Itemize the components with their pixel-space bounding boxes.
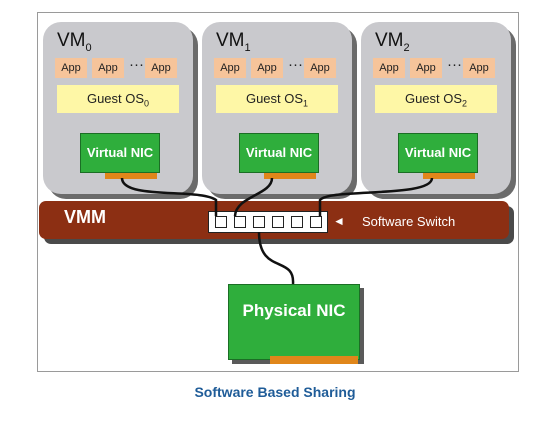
vm-0-virtual-nic: Virtual NIC bbox=[80, 133, 160, 173]
switch-port bbox=[291, 216, 303, 228]
vm-2-virtual-nic-connector bbox=[423, 173, 475, 179]
physical-nic-connector bbox=[270, 356, 358, 364]
vm-0-title: VM0 bbox=[57, 30, 92, 54]
switch-port bbox=[310, 216, 322, 228]
software-switch-label: Software Switch bbox=[362, 214, 456, 229]
diagram-caption: Software Based Sharing bbox=[194, 384, 356, 400]
vm-1-ellipsis: ··· bbox=[288, 56, 303, 73]
vm-2-box: VM2 App App ··· App Guest OS2 Virtual NI… bbox=[361, 22, 511, 194]
vm-1-box: VM1 App App ··· App Guest OS1 Virtual NI… bbox=[202, 22, 352, 194]
cable-vm2-switch bbox=[318, 177, 434, 216]
vm-0-app-1: App bbox=[55, 58, 87, 78]
switch-port bbox=[272, 216, 284, 228]
vm-1-title: VM1 bbox=[216, 30, 251, 54]
vm-1-virtual-nic: Virtual NIC bbox=[239, 133, 319, 173]
arrow-left-icon: ◄ bbox=[333, 214, 345, 228]
cable-vm0-switch bbox=[120, 177, 218, 216]
vm-0-app-2: App bbox=[92, 58, 124, 78]
vm-1-app-2: App bbox=[251, 58, 283, 78]
vm-1-app-1: App bbox=[214, 58, 246, 78]
software-switch bbox=[208, 211, 328, 233]
vm-0-guest-os: Guest OS0 bbox=[57, 85, 179, 113]
vmm-label: VMM bbox=[64, 207, 106, 227]
vm-2-app-1: App bbox=[373, 58, 405, 78]
vm-2-title: VM2 bbox=[375, 30, 410, 54]
vm-0-ellipsis: ··· bbox=[129, 56, 144, 73]
cable-vm1-switch bbox=[233, 177, 274, 217]
vm-1-app-3: App bbox=[304, 58, 336, 78]
vm-0-virtual-nic-connector bbox=[105, 173, 157, 179]
vm-2-app-2: App bbox=[410, 58, 442, 78]
vm-2-guest-os: Guest OS2 bbox=[375, 85, 497, 113]
physical-nic: Physical NIC bbox=[228, 284, 360, 360]
vm-0-box: VM0 App App ··· App Guest OS0 Virtual NI… bbox=[43, 22, 193, 194]
vm-0-app-3: App bbox=[145, 58, 177, 78]
vm-2-virtual-nic: Virtual NIC bbox=[398, 133, 478, 173]
vm-1-virtual-nic-connector bbox=[264, 173, 316, 179]
cable-switch-pnic bbox=[257, 231, 295, 285]
vm-2-app-3: App bbox=[463, 58, 495, 78]
vm-1-guest-os: Guest OS1 bbox=[216, 85, 338, 113]
switch-port bbox=[234, 216, 246, 228]
switch-port bbox=[253, 216, 265, 228]
vm-2-ellipsis: ··· bbox=[447, 56, 462, 73]
switch-port bbox=[215, 216, 227, 228]
